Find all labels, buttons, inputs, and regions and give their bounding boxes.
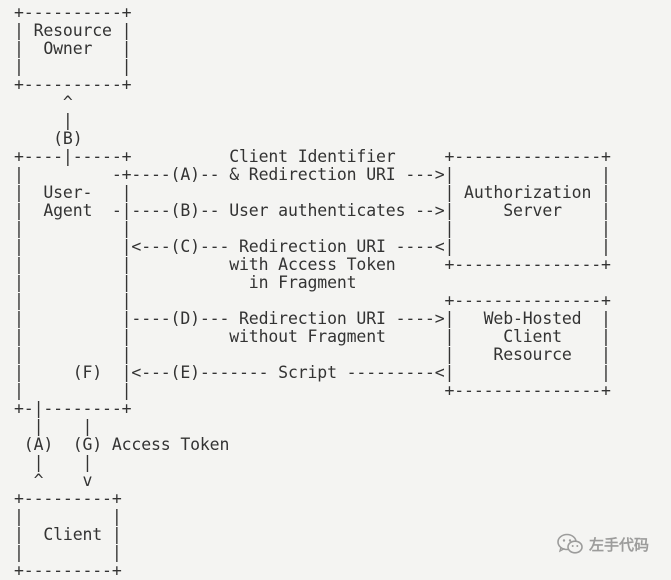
diagram-line: (B) — [14, 129, 83, 148]
diagram-line: | | | Resource | — [14, 345, 611, 364]
diagram-line: | |----(D)--- Redirection URI ---->| Web… — [14, 309, 611, 328]
diagram-line: | | without Fragment | Client | — [14, 327, 611, 346]
diagram-line: +---------+ — [14, 561, 122, 580]
diagram-line: | — [14, 111, 73, 130]
diagram-line: +----|-----+ Client Identifier +--------… — [14, 147, 611, 166]
diagram-line: | | +---------------+ — [14, 381, 611, 400]
diagram-line: | | — [14, 57, 132, 76]
diagram-line: | | — [14, 453, 93, 472]
oauth-implicit-flow-diagram: +----------+| Resource || Owner || |+---… — [14, 4, 611, 580]
diagram-line: | Agent -|----(B)-- User authenticates -… — [14, 201, 611, 220]
diagram-line: ^ v — [14, 471, 93, 490]
diagram-line: ^ — [14, 93, 73, 112]
diagram-line: | Client | — [14, 525, 122, 544]
diagram-line: | | — [14, 417, 93, 436]
diagram-line: +---------+ — [14, 489, 122, 508]
diagram-line: | Resource | — [14, 21, 132, 40]
diagram-line: | | | | — [14, 219, 611, 238]
diagram-line: (A) (G) Access Token — [14, 435, 230, 454]
diagram-line: | Owner | — [14, 39, 132, 58]
diagram-line: | | +---------------+ — [14, 291, 611, 310]
wechat-icon — [557, 533, 583, 555]
diagram-line: | -+----(A)-- & Redirection URI --->| | — [14, 165, 611, 184]
diagram-line: | | — [14, 507, 122, 526]
diagram-line: | | in Fragment — [14, 273, 357, 292]
diagram-line: | User- | | Authorization | — [14, 183, 611, 202]
diagram-line: | | — [14, 543, 122, 562]
diagram-line: +----------+ — [14, 3, 132, 22]
watermark-text: 左手代码 — [588, 535, 649, 554]
diagram-line: +-|--------+ — [14, 399, 132, 418]
diagram-line: | (F) |<---(E)------- Script ---------<|… — [14, 363, 611, 382]
diagram-line: +----------+ — [14, 75, 132, 94]
diagram-line: | |<---(C)--- Redirection URI ----<| | — [14, 237, 611, 256]
diagram-line: | | with Access Token +---------------+ — [14, 255, 611, 274]
watermark: 左手代码 — [557, 533, 649, 555]
